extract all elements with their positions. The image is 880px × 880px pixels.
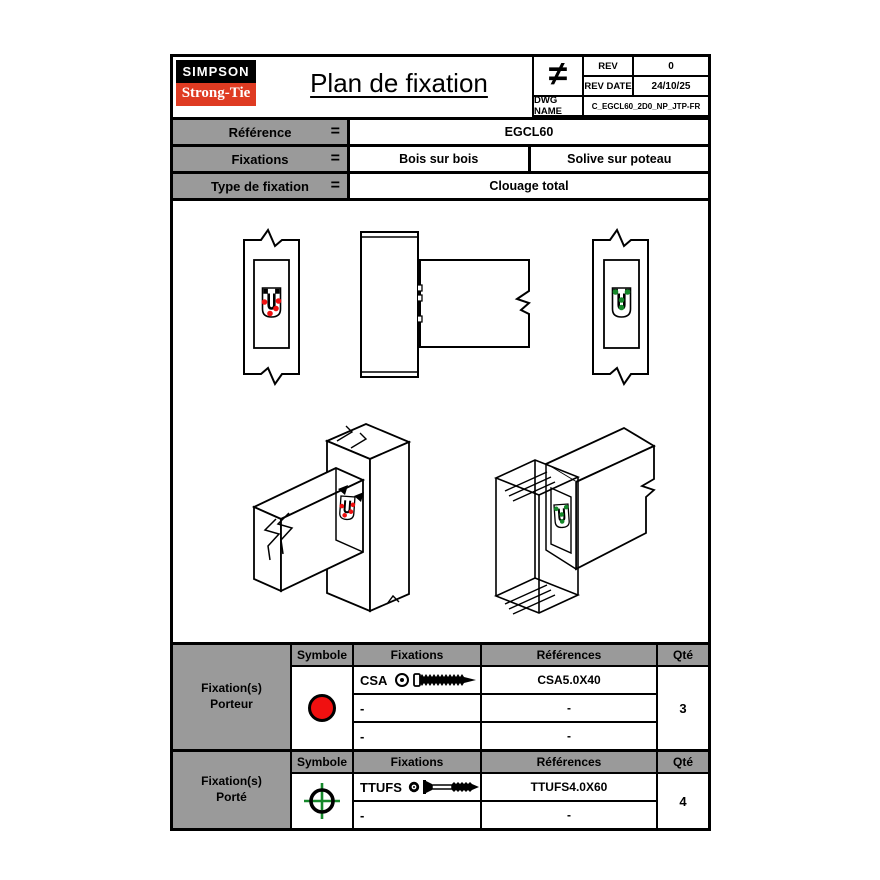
reference-csa: CSA5.0X40 — [482, 667, 656, 693]
reference-empty-row: - — [482, 802, 656, 828]
porteur-fixation-dots-iso — [339, 502, 356, 518]
reference-label-text: Référence — [228, 124, 292, 140]
reference-ttufs: TTUFS4.0X60 — [482, 774, 656, 800]
logo-strongtie-text: Strong-Tie — [176, 83, 256, 106]
drawing-sheet: SIMPSON Strong-Tie Plan de fixation ≠ RE… — [170, 54, 711, 831]
porte-fixation-dots-iso — [553, 504, 569, 524]
col-header-qte: Qté — [658, 645, 708, 665]
page-title: Plan de fixation — [310, 68, 488, 98]
iso-view-porteur — [251, 423, 412, 613]
reference-label: Référence = — [173, 120, 347, 144]
simpson-strongtie-logo: SIMPSON Strong-Tie — [176, 60, 256, 106]
dwg-name-value: C_EGCL60_2D0_NP_JTP-FR — [584, 97, 708, 115]
porteur-fixation-dots — [261, 298, 282, 317]
col-header-symbole: Symbole — [292, 645, 352, 665]
front-view-left-post — [243, 227, 300, 387]
fixation-tables: Fixation(s) Porteur Symbole Fixations Ré… — [173, 642, 708, 828]
reference-info-table: Référence = EGCL60 Fixations = Bois sur … — [173, 117, 708, 201]
reference-value: EGCL60 — [350, 120, 708, 144]
reference-empty-row: - — [482, 723, 656, 749]
table-fixation-porte: Fixation(s) Porté Symbole Fixations Réfé… — [173, 752, 708, 828]
rev-date-value: 24/10/25 — [634, 77, 708, 95]
projection-symbol-icon: ≠ — [534, 57, 582, 95]
type-fixation-label-text: Type de fixation — [211, 178, 309, 194]
type-fixation-label: Type de fixation = — [173, 174, 347, 198]
qty-porte: 4 — [658, 774, 708, 828]
fixation-empty-row: - — [354, 695, 480, 721]
csa-screw-icon — [395, 673, 477, 687]
fixations-value-1: Bois sur bois — [350, 147, 528, 171]
info-row-fixations: Fixations = Bois sur bois Solive sur pot… — [173, 147, 708, 171]
info-row-type-fixation: Type de fixation = Clouage total — [173, 174, 708, 198]
rev-label: REV — [584, 57, 632, 75]
fixations-label: Fixations = — [173, 147, 347, 171]
rev-value: 0 — [634, 57, 708, 75]
dwg-name-label: DWG NAME — [534, 95, 582, 117]
fixation-empty-row: - — [354, 723, 480, 749]
rev-date-label: REV DATE — [584, 77, 632, 95]
red-circle-icon — [308, 694, 336, 722]
reference-empty-row: - — [482, 695, 656, 721]
fixations-label-text: Fixations — [231, 151, 289, 167]
equals-sign: = — [330, 150, 340, 167]
fixation-plan-drawing — [173, 201, 708, 642]
fixations-value-2: Solive sur poteau — [530, 147, 708, 171]
fixation-name-ttufs: TTUFS — [354, 774, 480, 800]
group-label-porteur: Fixation(s) Porteur — [173, 645, 290, 749]
side-view-post-beam — [360, 231, 531, 378]
front-view-right-post — [592, 227, 649, 387]
porteur-symbol-cell — [292, 667, 352, 749]
equals-sign: = — [330, 123, 340, 140]
qty-porteur: 3 — [658, 667, 708, 749]
table-fixation-porteur: Fixation(s) Porteur Symbole Fixations Ré… — [173, 645, 708, 749]
group-label-porte: Fixation(s) Porté — [173, 752, 290, 828]
col-header-references: Références — [482, 645, 656, 665]
info-row-reference: Référence = EGCL60 — [173, 120, 708, 144]
title-block: SIMPSON Strong-Tie Plan de fixation ≠ RE… — [173, 57, 708, 117]
col-header-fixations: Fixations — [354, 752, 480, 772]
porte-fixation-dots — [612, 289, 631, 311]
drawing-canvas — [243, 227, 656, 615]
fixation-empty-row: - — [354, 802, 480, 828]
ttufs-screw-icon — [408, 780, 479, 794]
col-header-references: Références — [482, 752, 656, 772]
fixation-name-csa: CSA — [354, 667, 480, 693]
porte-symbol-cell — [292, 774, 352, 828]
equals-sign: = — [330, 177, 340, 194]
col-header-symbole: Symbole — [292, 752, 352, 772]
green-crosshair-icon — [304, 783, 340, 819]
logo-simpson-text: SIMPSON — [176, 60, 256, 83]
revision-block: ≠ REV 0 REV DATE 24/10/25 DWG NAME C_EGC… — [532, 57, 708, 117]
type-fixation-value: Clouage total — [350, 174, 708, 198]
col-header-fixations: Fixations — [354, 645, 480, 665]
col-header-qte: Qté — [658, 752, 708, 772]
iso-view-porte — [493, 426, 656, 615]
